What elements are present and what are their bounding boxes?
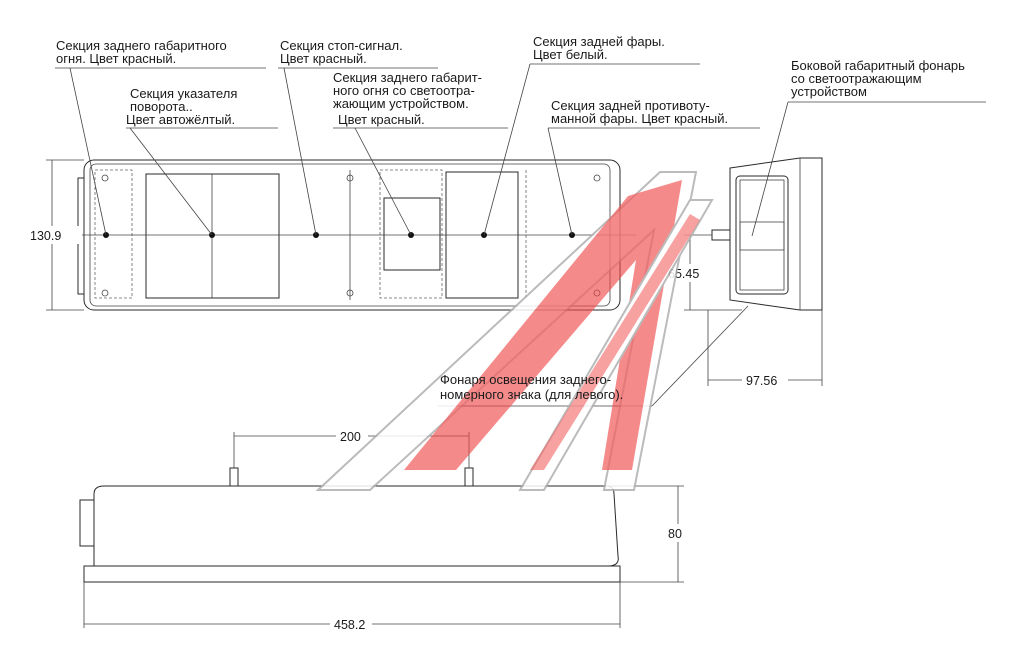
turn-signal-section xyxy=(145,173,280,299)
svg-text:Секция заднего габарит-: Секция заднего габарит- xyxy=(333,70,482,85)
bottom-housing xyxy=(93,485,619,567)
svg-text:Цвет красный.: Цвет красный. xyxy=(280,51,367,66)
svg-text:манной фары. Цвет красный.: манной фары. Цвет красный. xyxy=(551,111,728,126)
reflector-inner xyxy=(383,197,441,271)
mount-stud-right xyxy=(464,467,474,487)
side-reflector xyxy=(739,221,785,251)
label-reverse: Секция задней фары. Цвет белый. xyxy=(533,34,665,62)
svg-text:Секция стоп-сигнал.: Секция стоп-сигнал. xyxy=(280,38,403,53)
svg-text:поворота..: поворота.. xyxy=(130,99,193,114)
label-turn-signal: Секция указателя поворота.. Цвет автожёл… xyxy=(126,86,237,127)
svg-text:Секция задней фары.: Секция задней фары. xyxy=(533,34,665,49)
svg-text:Цвет красный.: Цвет красный. xyxy=(338,112,425,127)
svg-text:Фонаря освещения заднего-: Фонаря освещения заднего- xyxy=(440,372,611,387)
total-length-dimension: 458.2 xyxy=(334,618,365,632)
height-dimension: 130.9 xyxy=(30,229,61,243)
svg-text:Секция заднего габаритного: Секция заднего габаритного xyxy=(56,38,227,53)
svg-text:со светоотражающим: со светоотражающим xyxy=(791,71,922,86)
side-mount-stud xyxy=(711,229,731,241)
svg-text:Цвет автожёлтый.: Цвет автожёлтый. xyxy=(126,112,235,127)
bottom-height-dimension: 80 xyxy=(668,527,682,541)
mount-stud-left xyxy=(229,467,239,487)
side-lamp-housing xyxy=(729,157,823,311)
screw-icon xyxy=(101,174,601,297)
svg-text:Боковой габаритный фонарь: Боковой габаритный фонарь xyxy=(791,58,965,73)
svg-text:Секция указателя: Секция указателя xyxy=(130,86,237,101)
bottom-connector xyxy=(79,499,95,547)
label-license-plate: Фонаря освещения заднего- номерного знак… xyxy=(440,372,623,402)
svg-text:жающим устройством.: жающим устройством. xyxy=(333,96,469,111)
svg-text:ного огня со светоотра-: ного огня со светоотра- xyxy=(333,83,475,98)
watermark-logo xyxy=(315,171,714,491)
label-side-marker: Боковой габаритный фонарь со светоотража… xyxy=(791,58,965,99)
bottom-flange xyxy=(83,565,621,583)
rear-marker-section xyxy=(94,169,133,299)
label-stop: Секция стоп-сигнал. Цвет красный. xyxy=(280,38,403,66)
reflector-section xyxy=(379,169,443,299)
label-fog: Секция задней противоту- манной фары. Цв… xyxy=(551,98,728,126)
svg-text:Секция задней противоту-: Секция задней противоту- xyxy=(551,98,710,113)
side-depth-dimension: 97.56 xyxy=(746,374,777,388)
label-rear-marker-reflector: Секция заднего габарит- ного огня со све… xyxy=(333,70,482,127)
svg-text:огня. Цвет красный.: огня. Цвет красный. xyxy=(56,51,176,66)
front-view: 130.9 xyxy=(24,159,636,311)
label-rear-marker: Секция заднего габаритного огня. Цвет кр… xyxy=(56,38,227,66)
mount-spacing-dimension: 200 xyxy=(340,430,361,444)
svg-text:Цвет белый.: Цвет белый. xyxy=(533,47,608,62)
svg-text:номерного знака (для левого).: номерного знака (для левого). xyxy=(440,387,623,402)
svg-text:устройством: устройством xyxy=(791,84,867,99)
